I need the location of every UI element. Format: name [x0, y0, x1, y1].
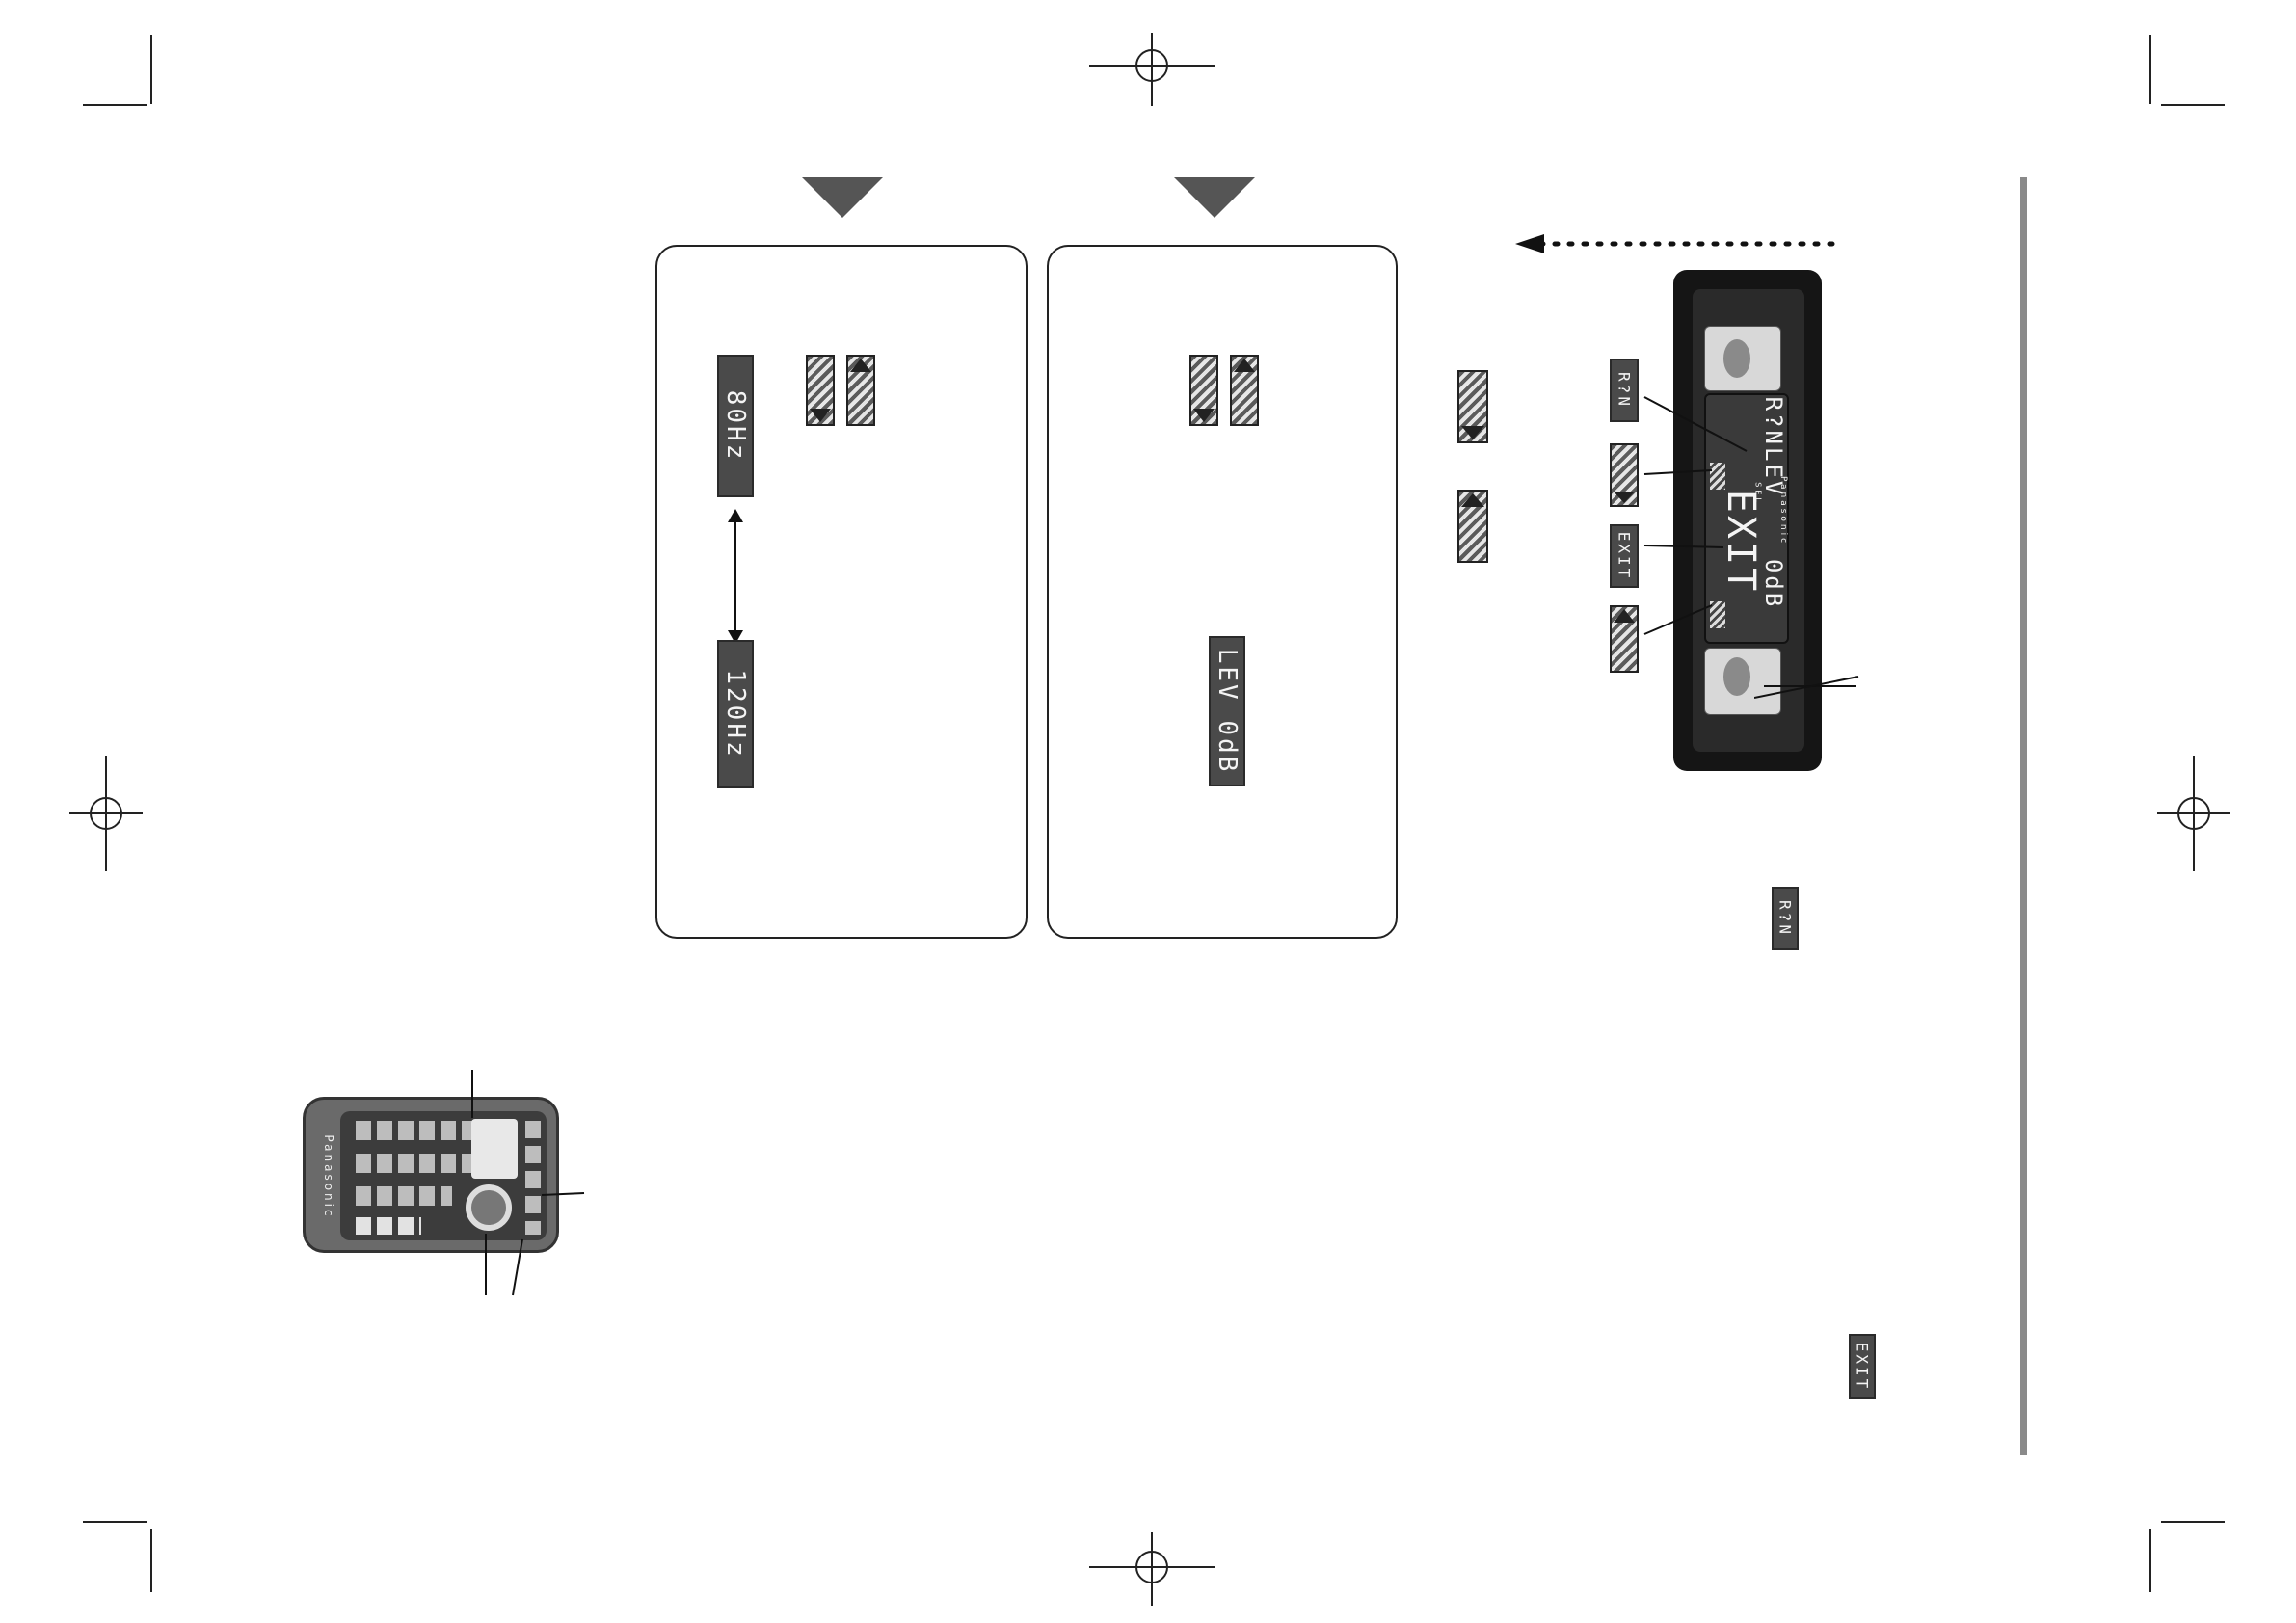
- head-unit-display: R?NLEV 0dB EXIT Panasonic SEL: [1704, 393, 1789, 644]
- crop-mark-top-left-v: [150, 35, 152, 104]
- lcd-80hz-text: 80Hz: [721, 389, 750, 463]
- remote-keys-row-2: [356, 1154, 481, 1173]
- exit-standalone-label: EXIT: [1849, 1334, 1876, 1399]
- lcd-120hz-text: 120Hz: [721, 669, 750, 759]
- remote-joystick-icon: [466, 1184, 512, 1231]
- up-button-icon: [1230, 355, 1259, 426]
- rtn-key-label: R?N: [1610, 359, 1639, 422]
- registration-target-bottom: [1089, 1532, 1215, 1606]
- step-arrow-right-panel: [1174, 177, 1255, 218]
- down-button-icon: [806, 355, 835, 426]
- crop-mark-bottom-right-v: [2149, 1529, 2151, 1592]
- crop-mark-bottom-right-h: [2161, 1521, 2225, 1523]
- toggle-arrow-icon: [728, 509, 743, 644]
- registration-target-left: [69, 756, 143, 871]
- select-knob-center: [1723, 657, 1750, 696]
- volume-knob-center: [1723, 339, 1750, 378]
- exit-key-label: EXIT: [1610, 524, 1639, 588]
- direction-dotted-arrow: [1515, 234, 1842, 253]
- step-arrow-left-panel: [802, 177, 883, 218]
- crop-mark-bottom-left-h: [83, 1521, 147, 1523]
- page-edge-bar: [2020, 177, 2027, 1455]
- lcd-80hz: 80Hz: [717, 355, 754, 497]
- display-down-indicator: [1710, 463, 1725, 490]
- remote-keys-highlight: [471, 1119, 518, 1179]
- remote-side-keys: [525, 1121, 541, 1235]
- remote-control: Panasonic: [303, 1097, 559, 1253]
- rtn-standalone-label: R?N: [1772, 887, 1799, 950]
- lcd-level: LEV 0dB: [1209, 636, 1245, 786]
- lcd-level-text: LEV 0dB: [1213, 648, 1241, 775]
- registration-target-right: [2157, 756, 2230, 871]
- leader-line-select: [1754, 676, 1859, 699]
- crop-mark-top-left-h: [83, 104, 147, 106]
- remote-keys-row-4: [356, 1217, 421, 1235]
- down-key-label-icon: [1610, 443, 1639, 507]
- remote-leader-lines: [471, 1070, 585, 1296]
- crossover-frequency-panel: 80Hz 120Hz: [655, 245, 1028, 939]
- down-button-icon: [1189, 355, 1218, 426]
- remote-keys-row-3: [356, 1186, 452, 1206]
- level-panel: LEV 0dB: [1047, 245, 1398, 939]
- registration-target-top: [1089, 33, 1215, 106]
- remote-keys-row-1: [356, 1121, 481, 1140]
- up-key-label-icon: [1610, 605, 1639, 673]
- up-button-large-icon: [1457, 490, 1488, 563]
- remote-brand: Panasonic: [322, 1134, 335, 1219]
- crop-mark-bottom-left-v: [150, 1529, 152, 1592]
- down-button-large-icon: [1457, 370, 1488, 443]
- crop-mark-top-right-v: [2149, 35, 2151, 104]
- crop-mark-top-right-h: [2161, 104, 2225, 106]
- display-up-indicator: [1710, 601, 1725, 628]
- up-button-icon: [846, 355, 875, 426]
- leader-lines: [1643, 396, 1856, 687]
- lcd-120hz: 120Hz: [717, 640, 754, 788]
